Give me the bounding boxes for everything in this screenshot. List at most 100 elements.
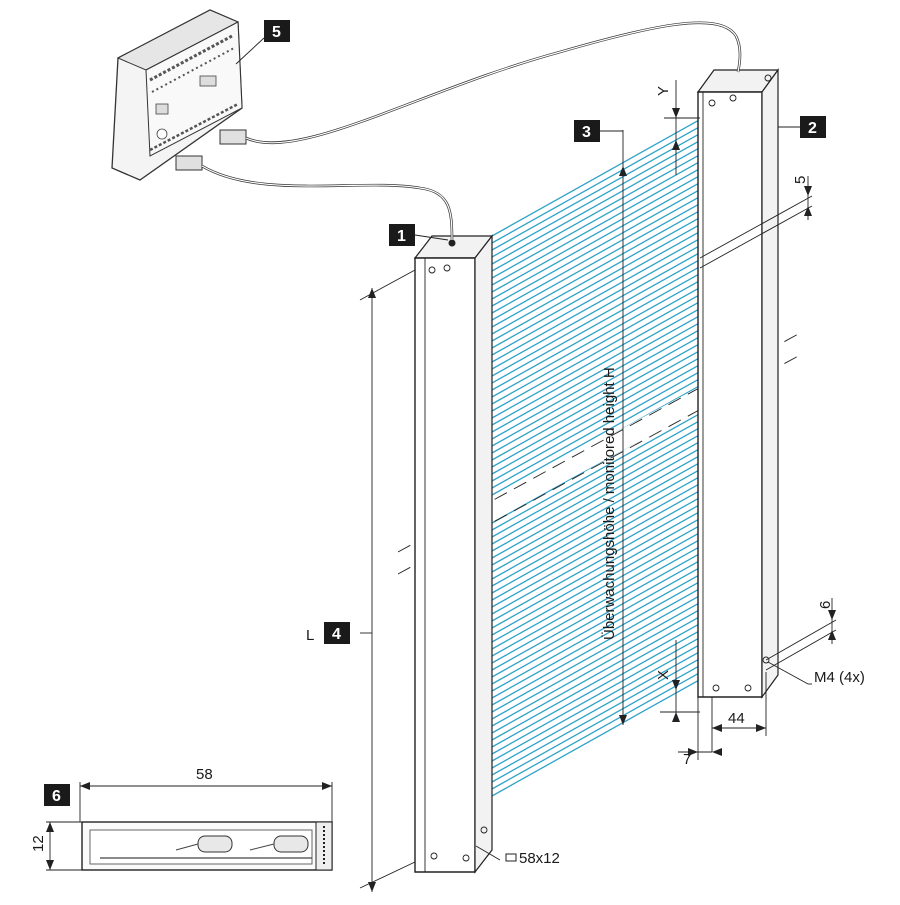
light-beam-line <box>491 673 699 790</box>
light-beam-line <box>491 470 699 587</box>
light-beam-line <box>491 603 699 720</box>
light-beam-line <box>491 477 699 594</box>
light-beam-line <box>491 281 699 398</box>
light-beam-line <box>491 645 699 762</box>
badge-2: 2 <box>778 116 826 138</box>
light-beam-line <box>491 421 699 538</box>
mount-screw-icon <box>462 854 470 862</box>
light-beam-line <box>491 582 699 699</box>
svg-text:2: 2 <box>808 120 817 137</box>
light-beam-line <box>491 547 699 664</box>
y-label: Y <box>655 86 672 96</box>
svg-text:6: 6 <box>52 788 61 805</box>
svg-text:4: 4 <box>332 626 341 643</box>
receiver-bar <box>696 68 780 699</box>
dimension-width: 44 7 <box>678 672 767 768</box>
light-beam-line <box>491 253 699 370</box>
light-beam-line <box>491 141 699 258</box>
light-beam-line <box>491 120 699 237</box>
x-label: X <box>655 670 672 680</box>
svg-text:3: 3 <box>582 124 591 141</box>
light-beam-line <box>491 568 699 685</box>
dimension-y: Y <box>655 80 700 175</box>
connector-icon <box>175 155 203 171</box>
light-beam-line <box>491 337 699 454</box>
receiver-top-hole-icon <box>729 94 737 102</box>
mount-screw-icon <box>764 74 772 82</box>
light-beam-line <box>491 330 699 447</box>
light-beam-line <box>491 288 699 405</box>
light-beam-line <box>491 274 699 391</box>
light-beam-line <box>491 666 699 783</box>
monitored-height-label: Überwachungshöhe / monitored height H <box>600 367 618 640</box>
light-beam-line <box>491 512 699 629</box>
light-beam-line <box>491 617 699 734</box>
light-beam-line <box>491 638 699 755</box>
light-beam-line <box>491 680 699 797</box>
light-beam-line <box>491 428 699 545</box>
light-beam-line <box>491 442 699 559</box>
light-beam-line <box>491 624 699 741</box>
emitter-top-hole-icon <box>443 264 451 272</box>
dim-5-label: 5 <box>792 176 809 184</box>
light-beam-line <box>491 414 699 531</box>
light-beam-line <box>491 358 699 475</box>
mount-screws-callout: M4 (4x) <box>767 661 865 686</box>
dim-44-label: 44 <box>728 710 745 727</box>
profile-size-label: 58x12 <box>519 850 560 867</box>
light-beam-line <box>491 260 699 377</box>
light-beam-line <box>491 302 699 419</box>
light-beam-line <box>491 351 699 468</box>
dimension-length: L <box>306 269 416 892</box>
cable-port-icon <box>448 239 456 247</box>
light-beam-line <box>491 169 699 286</box>
light-beam-line <box>491 540 699 657</box>
light-beam-line <box>491 204 699 321</box>
light-beam-line <box>491 239 699 356</box>
connector-icon <box>219 129 247 145</box>
mount-screw-icon <box>428 266 436 274</box>
light-beam-line <box>491 295 699 412</box>
light-beam-line <box>491 218 699 335</box>
light-beam-line <box>491 372 699 489</box>
dimension-monitored-height: Überwachungshöhe / monitored height H <box>600 130 627 725</box>
light-beam-line <box>491 267 699 384</box>
cables <box>201 21 742 241</box>
emitter-bar <box>413 234 494 874</box>
light-beam-line <box>491 190 699 307</box>
light-beam-line <box>491 596 699 713</box>
light-beam-line <box>491 379 699 496</box>
dim-12-label: 12 <box>30 835 47 852</box>
mount-screw-icon <box>762 656 770 664</box>
light-beam-line <box>491 519 699 636</box>
profile-size-callout: 58x12 <box>475 845 560 867</box>
length-label: L <box>306 627 314 644</box>
light-beam-line <box>491 456 699 573</box>
dim-58-label: 58 <box>196 766 213 783</box>
light-beam-line <box>491 463 699 580</box>
rectangle-profile-icon <box>505 853 517 862</box>
light-beam-line <box>491 148 699 265</box>
light-beam-line <box>491 365 699 482</box>
svg-text:1: 1 <box>397 228 406 245</box>
dimension-x: X <box>655 640 700 722</box>
light-beam-line <box>491 533 699 650</box>
light-beam-line <box>491 134 699 251</box>
light-beam-line <box>491 526 699 643</box>
light-beam-line <box>491 610 699 727</box>
dim-6-label: 6 <box>817 601 834 609</box>
light-beam-line <box>491 491 699 608</box>
light-beam-line <box>491 631 699 748</box>
dimension-6: 6 <box>765 598 837 671</box>
light-beam-line <box>491 211 699 328</box>
light-beam-line <box>491 155 699 272</box>
mount-screw-icon <box>712 684 720 692</box>
mount-screw-icon <box>480 826 488 834</box>
light-beam-line <box>491 309 699 426</box>
control-unit-icon <box>111 9 247 181</box>
light-beam-line <box>491 176 699 293</box>
light-beam-line <box>491 449 699 566</box>
light-beam-line <box>491 659 699 776</box>
